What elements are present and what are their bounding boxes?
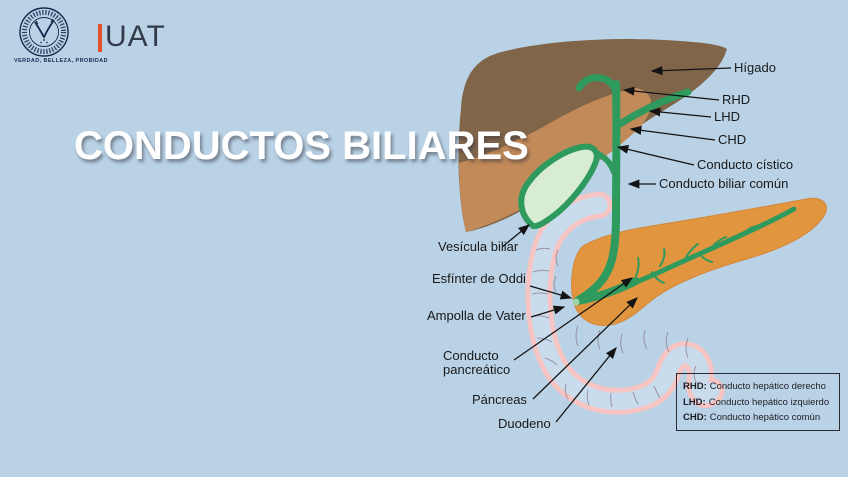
label-vesicula: Vesícula biliar [438, 239, 519, 254]
legend-abbr-chd: CHD: [683, 412, 707, 423]
label-lhd: LHD [714, 109, 741, 124]
label-cistico: Conducto cístico [697, 157, 794, 172]
common-bile-duct [573, 80, 621, 305]
legend-text-lhd: Conducto hepático izquierdo [708, 396, 830, 408]
arrow-pancreas [532, 297, 638, 400]
legend-row-rhd: RHD:Conducto hepático derecho [683, 379, 833, 395]
uat-wordmark: UAT [98, 22, 166, 52]
label-chd: CHD [718, 132, 747, 147]
university-motto: VERDAD, BELLEZA, PROBIDAD [14, 58, 109, 64]
legend-abbr-lhd: LHD: [683, 396, 706, 408]
annotation-arrows [501, 66, 732, 423]
label-duodeno: Duodeno [498, 416, 551, 431]
ampulla-dot [572, 298, 580, 306]
label-rhd: RHD [722, 92, 751, 107]
label-biliar: Conducto biliar común [659, 176, 789, 191]
arrow-chd [629, 125, 716, 141]
left-hepatic-duct [616, 88, 692, 128]
arrow-lhd [648, 107, 712, 118]
legend-text-rhd: Conducto hepático derecho [709, 381, 826, 392]
label-vater: Ampolla de Vater [427, 308, 526, 323]
wordmark-accent-bar [98, 24, 102, 52]
legend-abbr-rhd: RHD: [683, 381, 707, 392]
legend-text-chd: Conducto hepático común [709, 412, 821, 423]
arrow-oddi [529, 285, 573, 300]
arrow-duodeno [555, 346, 617, 423]
label-pancreas: Páncreas [472, 392, 527, 407]
label-pancreatico: Conducto pancreático [443, 348, 511, 377]
university-seal-icon [19, 7, 69, 57]
wordmark-text: UAT [105, 20, 166, 53]
arrow-vater [530, 305, 566, 318]
bile-ducts [573, 74, 692, 305]
arrow-pancreatico [513, 277, 634, 361]
arrow-cistico [616, 144, 695, 166]
legend-row-lhd: LHD:Conducto hepático izquierdo [683, 395, 833, 411]
arrow-rhd [622, 86, 720, 101]
gallbladder-shape [518, 143, 600, 230]
right-hepatic-duct [575, 74, 620, 101]
arrow-higado [650, 66, 732, 76]
page-title: CONDUCTOS BILIARES [74, 123, 529, 168]
duodenum-shape [525, 191, 725, 415]
arrow-vesicula [501, 224, 531, 248]
legend-row-chd: CHD:Conducto hepático común [683, 410, 833, 426]
label-higado: Hígado [734, 60, 776, 75]
uat-logo: UAT VERDAD, BELLEZA, PROBIDAD [14, 4, 204, 70]
abbreviation-legend: RHD:Conducto hepático derecho LHD:Conduc… [676, 373, 840, 431]
label-oddi: Esfínter de Oddi [432, 271, 526, 286]
